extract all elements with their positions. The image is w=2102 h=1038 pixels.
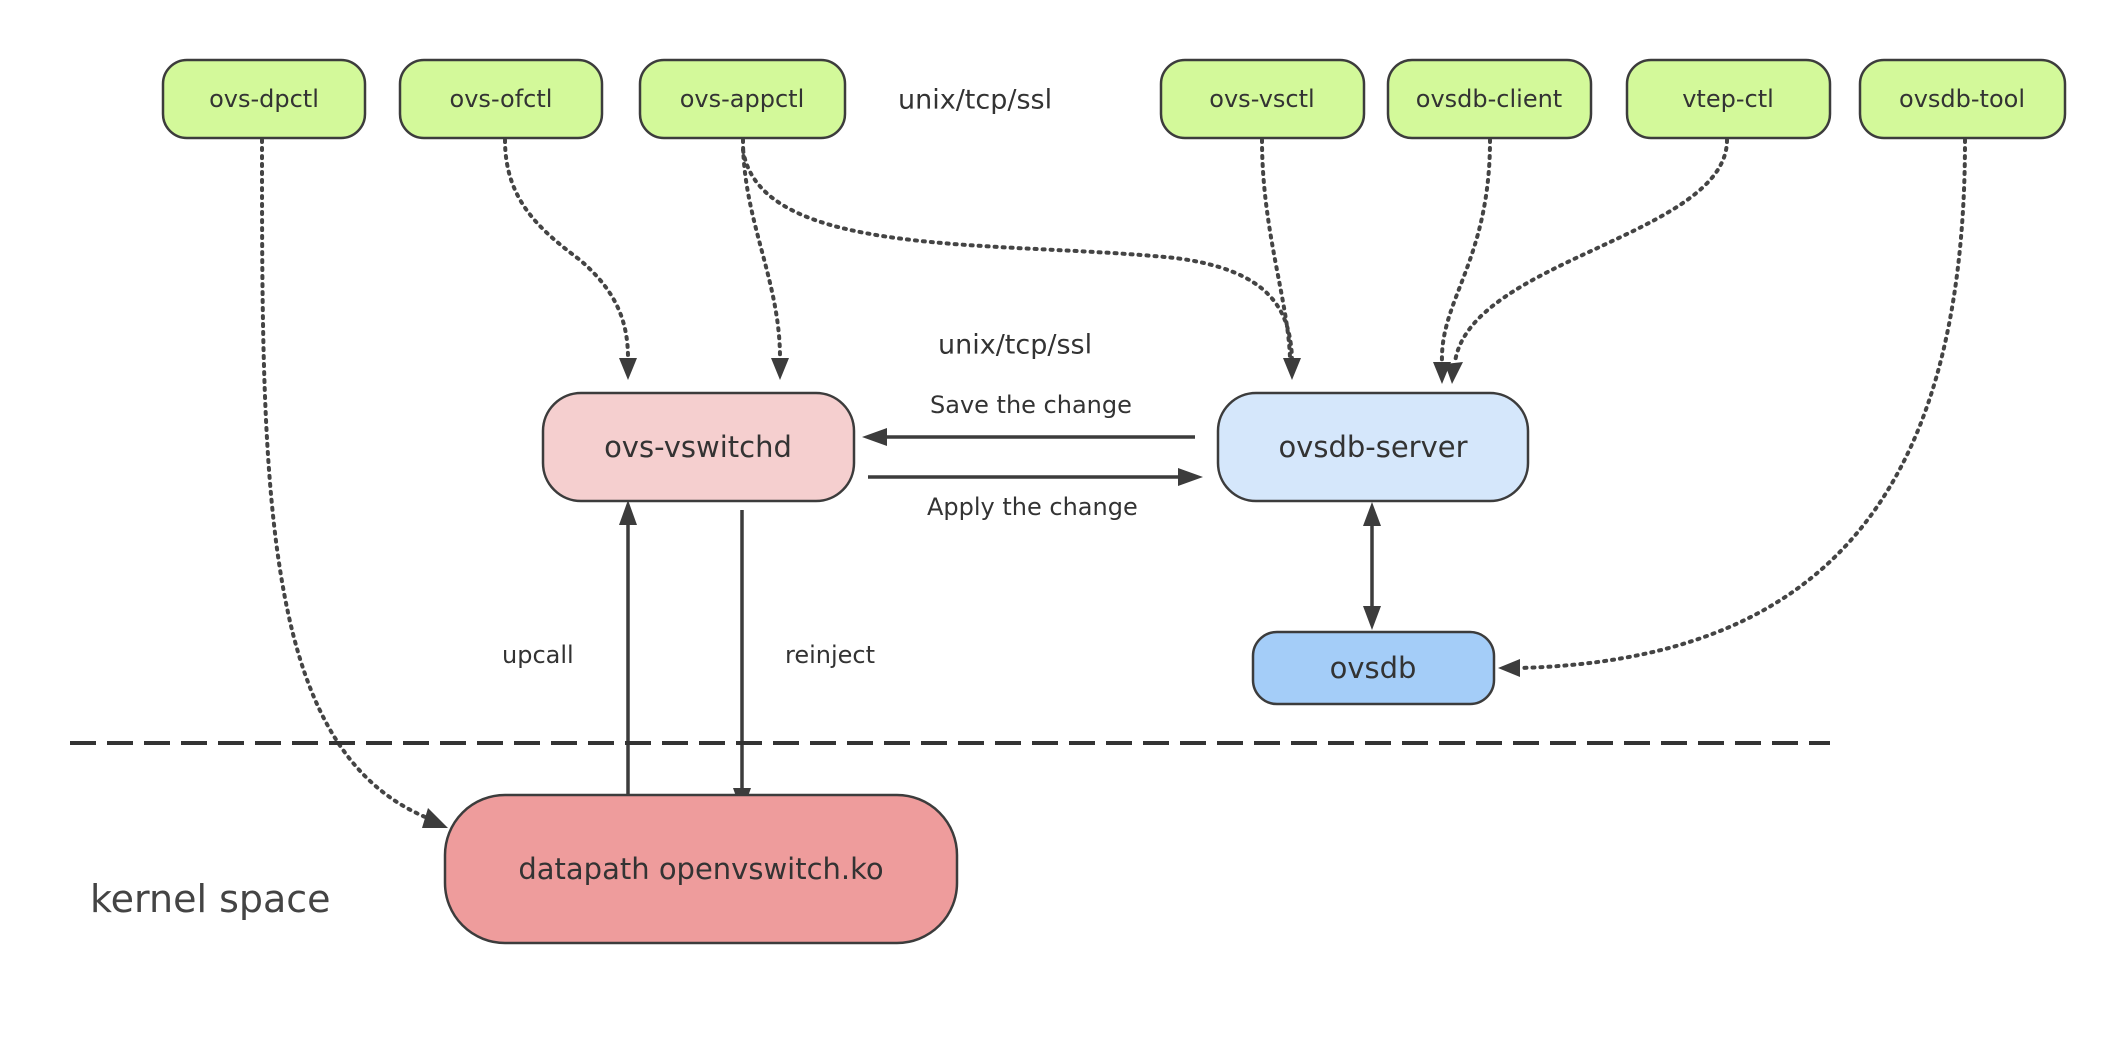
tool-ovsdb-tool-box [1858,58,2067,140]
ovsdb-server-box [1216,391,1530,503]
arrowhead-server-ovsdb-up [1363,502,1381,526]
tool-ovsdb-client[interactable]: ovsdb-client [1386,58,1593,140]
connector-ofctl-vswitchd [503,138,630,360]
ovsdb-box [1251,630,1496,706]
arrowhead-server-ovsdb-down [1363,606,1381,630]
dotted-connectors [260,138,1967,824]
tool-ovs-ofctl[interactable]: ovs-ofctl [398,58,604,140]
connector-vsctl-server [1260,138,1292,360]
tool-ovs-vsctl[interactable]: ovs-vsctl [1159,58,1366,140]
ovsdb-label: ovsdb [1330,651,1417,685]
arrowhead-ofctl [619,358,637,380]
arrowhead-upcall [619,500,637,525]
apply-change-label: Apply the change [927,493,1138,521]
tool-ovsdb-client-box [1386,58,1593,140]
tool-vtep-ctl-label: vtep-ctl [1682,85,1774,113]
component-datapath[interactable]: datapath openvswitch.ko [443,793,959,945]
connector-vtep-server [1453,138,1729,364]
datapath-label: datapath openvswitch.ko [518,852,883,886]
arrowhead-dpctl [422,808,448,828]
tool-ovs-vsctl-box [1159,58,1366,140]
tool-ovs-appctl-label: ovs-appctl [680,85,805,113]
upcall-label: upcall [502,641,574,669]
tool-vtep-ctl-box [1625,58,1832,140]
protocol-label-top: unix/tcp/ssl [898,85,1052,116]
tool-ovs-dpctl-box [161,58,367,140]
ovsdb-server-label: ovsdb-server [1278,430,1467,464]
save-change-label: Save the change [930,391,1132,419]
arrowhead-apply-change [1178,468,1203,486]
connector-appctl-server [741,148,1294,360]
tool-vtep-ctl[interactable]: vtep-ctl [1625,58,1832,140]
connector-client-server [1439,138,1492,364]
component-ovs-vswitchd[interactable]: ovs-vswitchd [541,391,856,503]
tool-ovs-ofctl-label: ovs-ofctl [450,85,553,113]
ovs-vswitchd-label: ovs-vswitchd [604,430,792,464]
arrowhead-tool [1498,659,1520,677]
datapath-box [443,793,959,945]
tool-ovsdb-tool[interactable]: ovsdb-tool [1858,58,2067,140]
tool-ovs-dpctl-label: ovs-dpctl [209,85,319,113]
connector-tool-ovsdb [1518,138,1967,670]
tool-ovs-appctl[interactable]: ovs-appctl [638,58,847,140]
arrowhead-save-change [862,428,887,446]
tool-ovs-ofctl-box [398,58,604,140]
tool-ovs-appctl-box [638,58,847,140]
component-ovsdb[interactable]: ovsdb [1251,630,1496,706]
arrowhead-appctl-server [1283,358,1301,380]
tool-ovs-dpctl[interactable]: ovs-dpctl [161,58,367,140]
ovs-vswitchd-box [541,391,856,503]
arrowhead-vtep [1445,362,1463,384]
tool-ovsdb-tool-label: ovsdb-tool [1899,85,2025,113]
dotted-arrowheads [422,358,1520,828]
component-ovsdb-server[interactable]: ovsdb-server [1216,391,1530,503]
tool-ovs-vsctl-label: ovs-vsctl [1209,85,1314,113]
kernel-space-label: kernel space [90,877,331,921]
arrowhead-appctl-vswitchd [771,358,789,380]
reinject-label: reinject [785,641,875,669]
protocol-label-mid: unix/tcp/ssl [938,330,1092,361]
connector-dpctl-datapath [260,138,440,824]
connector-appctl-vswitchd [741,138,782,360]
tool-ovsdb-client-label: ovsdb-client [1416,85,1562,113]
